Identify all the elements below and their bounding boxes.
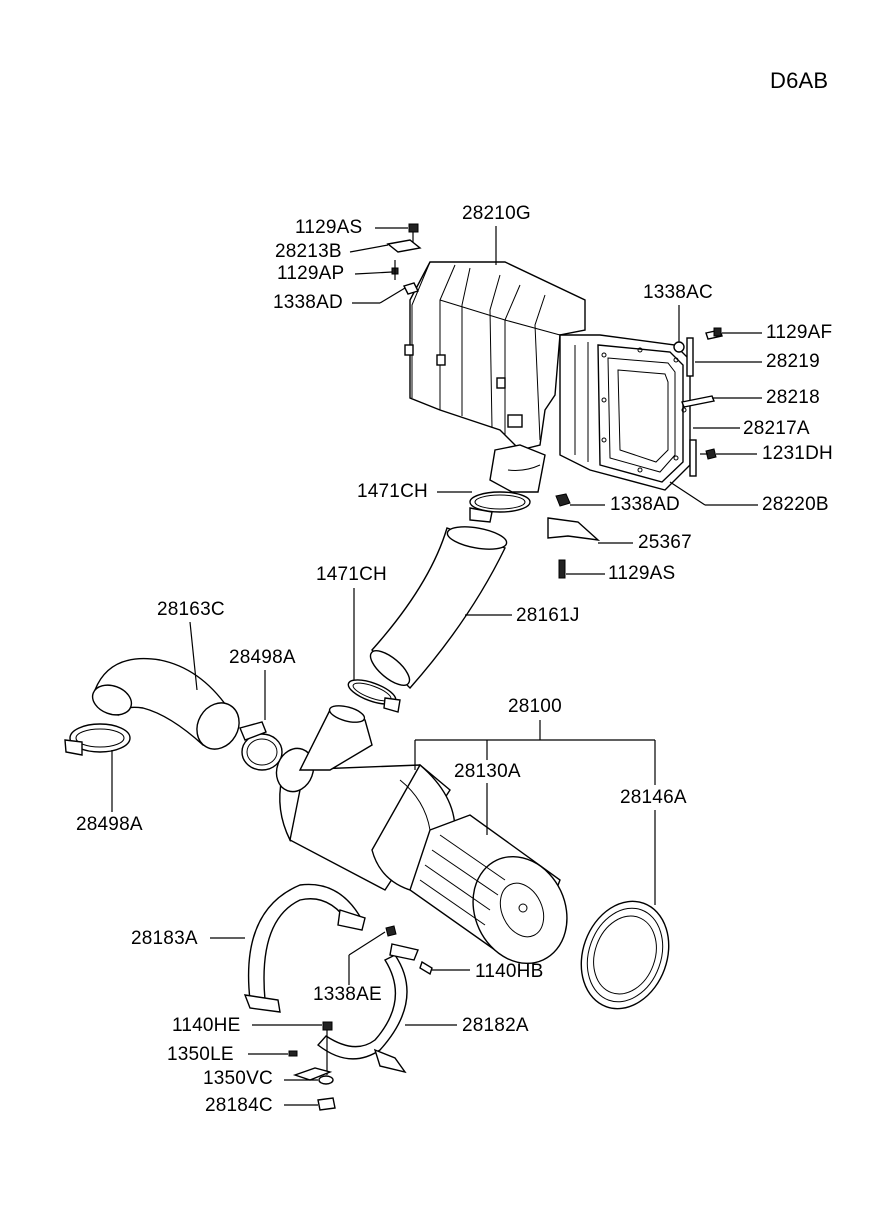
part-label-1350le: 1350LE [167,1044,234,1065]
part-label-28217a: 28217A [743,418,810,439]
base-hardware [288,1021,336,1111]
intake-hose-28161j [369,526,508,690]
hose-clamp-upper [469,491,531,523]
part-label-1129as-lower: 1129AS [608,563,676,584]
part-label-1338ae: 1338AE [313,984,382,1005]
part-label-28220b: 28220B [762,494,829,515]
part-label-1140hb: 1140HB [475,961,544,982]
part-label-28498a-lower: 28498A [76,814,143,835]
mounting-band-28183a [243,883,366,1013]
part-label-1129ap: 1129AP [277,263,345,284]
part-label-28163c: 28163C [157,599,225,620]
part-label-1129af: 1129AF [766,322,833,343]
part-label-28213b: 28213B [275,241,342,262]
nut-1338ad [555,493,571,507]
intake-duct-housing [404,261,586,493]
part-label-28184c: 28184C [205,1095,273,1116]
hose-clamp-28498a-right [239,721,283,771]
air-cleaner-cover [580,900,670,1010]
part-label-1129as: 1129AS [295,217,363,238]
elbow-hose-28163c [91,657,240,750]
part-label-1231dh: 1231DH [762,443,833,464]
part-label-28182a: 28182A [462,1015,529,1036]
part-label-1140he: 1140HE [172,1015,241,1036]
nut-1338ae [385,925,397,937]
part-label-28146a: 28146A [620,787,687,808]
top-hardware [386,223,422,295]
bolt-1129as [558,559,566,579]
part-label-1471ch: 1471CH [357,481,428,502]
part-label-28183a: 28183A [131,928,198,949]
part-label-1350vc: 1350VC [203,1068,273,1089]
part-label-1471ch-lower: 1471CH [316,564,387,585]
part-label-28218: 28218 [766,387,820,408]
part-label-1338ac: 1338AC [643,282,713,303]
mounting-band-28182a [316,943,419,1074]
part-label-1338ad: 1338AD [273,292,343,313]
part-label-1338ad-lower: 1338AD [610,494,680,515]
part-label-28161j: 28161J [516,605,580,626]
side-fasteners [673,327,723,477]
bolt-1140hb [419,960,433,976]
part-label-28130a: 28130A [454,761,521,782]
hose-clamp-lower [347,679,401,713]
leader-lines [111,226,762,1106]
diagram-code: D6AB [770,68,829,93]
air-cleaner-body [275,705,568,965]
part-label-28498a: 28498A [229,647,296,668]
part-label-28210g: 28210G [462,203,531,224]
bracket-25367 [547,517,601,541]
hose-clamp-28498a-left [64,723,131,756]
part-label-28219: 28219 [766,351,820,372]
part-label-28100: 28100 [508,696,562,717]
duct-flange [559,334,691,491]
part-label-25367: 25367 [638,532,692,553]
